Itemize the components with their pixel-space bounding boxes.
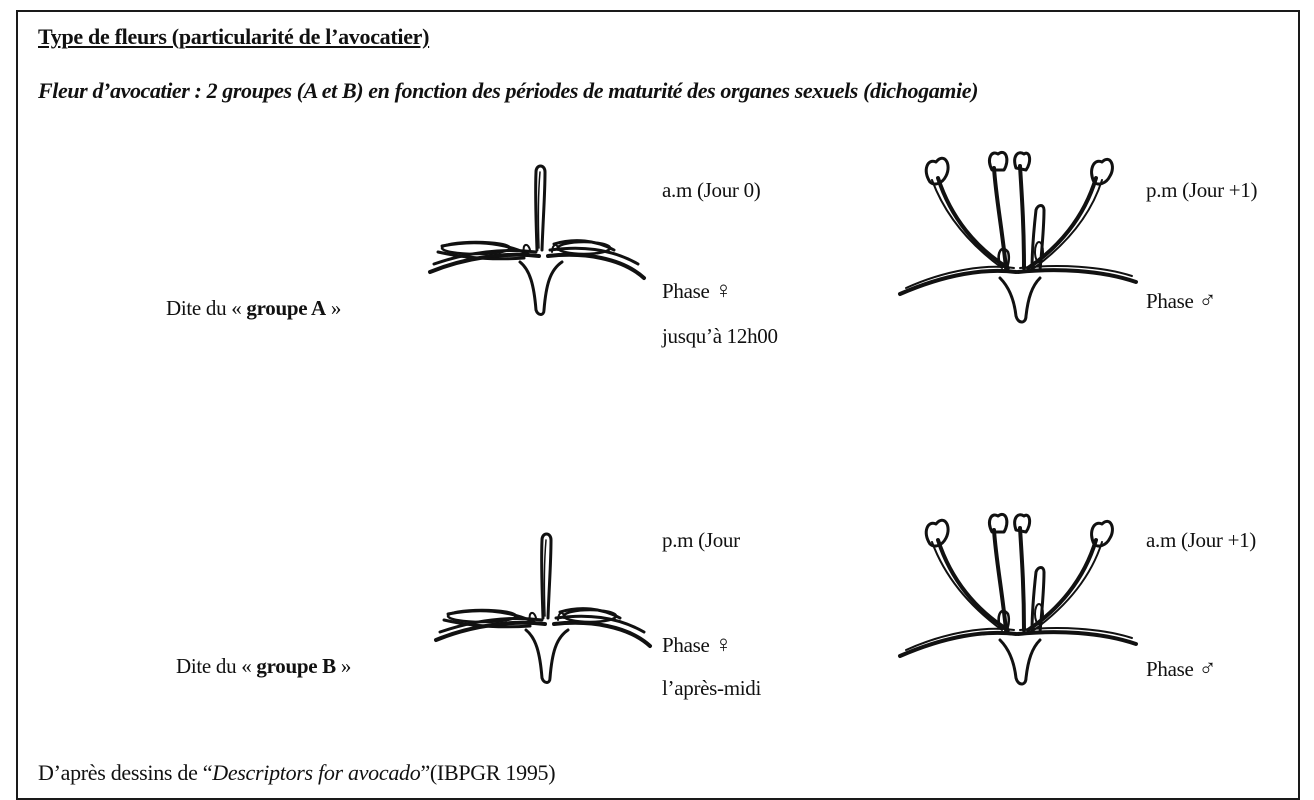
group-a-male-time: p.m (Jour +1) <box>1146 178 1257 203</box>
group-a-label: Dite du « groupe A » <box>166 296 341 321</box>
group-a-female-phase: Phase ♀ <box>662 278 732 305</box>
group-b-name: groupe B <box>256 654 335 678</box>
group-a-male-phase-text: Phase <box>1146 289 1194 313</box>
female-symbol: ♀ <box>714 278 732 304</box>
source-work: Descriptors for avocado <box>212 760 420 785</box>
group-b-male-flower <box>896 510 1146 690</box>
group-b-suffix: » <box>336 654 351 678</box>
group-b-female-note: l’après-midi <box>662 676 761 701</box>
group-b-female-time: p.m (Jour <box>662 528 740 553</box>
figure-subtitle: Fleur d’avocatier : 2 groupes (A et B) e… <box>38 78 978 104</box>
group-a-male-flower <box>896 148 1146 328</box>
group-b-male-time: a.m (Jour +1) <box>1146 528 1256 553</box>
group-b-female-phase: Phase ♀ <box>662 632 732 659</box>
source-prefix: D’après dessins de “ <box>38 760 212 785</box>
group-b-female-flower <box>430 528 655 690</box>
female-symbol: ♀ <box>714 632 732 658</box>
figure-title: Type de fleurs (particularité de l’avoca… <box>38 24 429 50</box>
group-a-female-note: jusqu’à 12h00 <box>662 324 778 349</box>
male-symbol: ♂ <box>1198 288 1216 314</box>
group-a-name: groupe A <box>246 296 325 320</box>
group-b-male-phase: Phase ♂ <box>1146 656 1216 683</box>
group-a-female-time: a.m (Jour 0) <box>662 178 760 203</box>
group-b-prefix: Dite du « <box>176 654 256 678</box>
group-a-suffix: » <box>326 296 341 320</box>
group-a-male-phase: Phase ♂ <box>1146 288 1216 315</box>
group-b-label: Dite du « groupe B » <box>176 654 351 679</box>
group-b-male-phase-text: Phase <box>1146 657 1194 681</box>
group-a-female-flower <box>424 160 649 322</box>
group-a-prefix: Dite du « <box>166 296 246 320</box>
group-a-female-phase-text: Phase <box>662 279 710 303</box>
source-suffix: ”(IBPGR 1995) <box>420 760 555 785</box>
male-symbol: ♂ <box>1198 656 1216 682</box>
source-credit: D’après dessins de “Descriptors for avoc… <box>38 760 555 786</box>
group-b-female-phase-text: Phase <box>662 633 710 657</box>
